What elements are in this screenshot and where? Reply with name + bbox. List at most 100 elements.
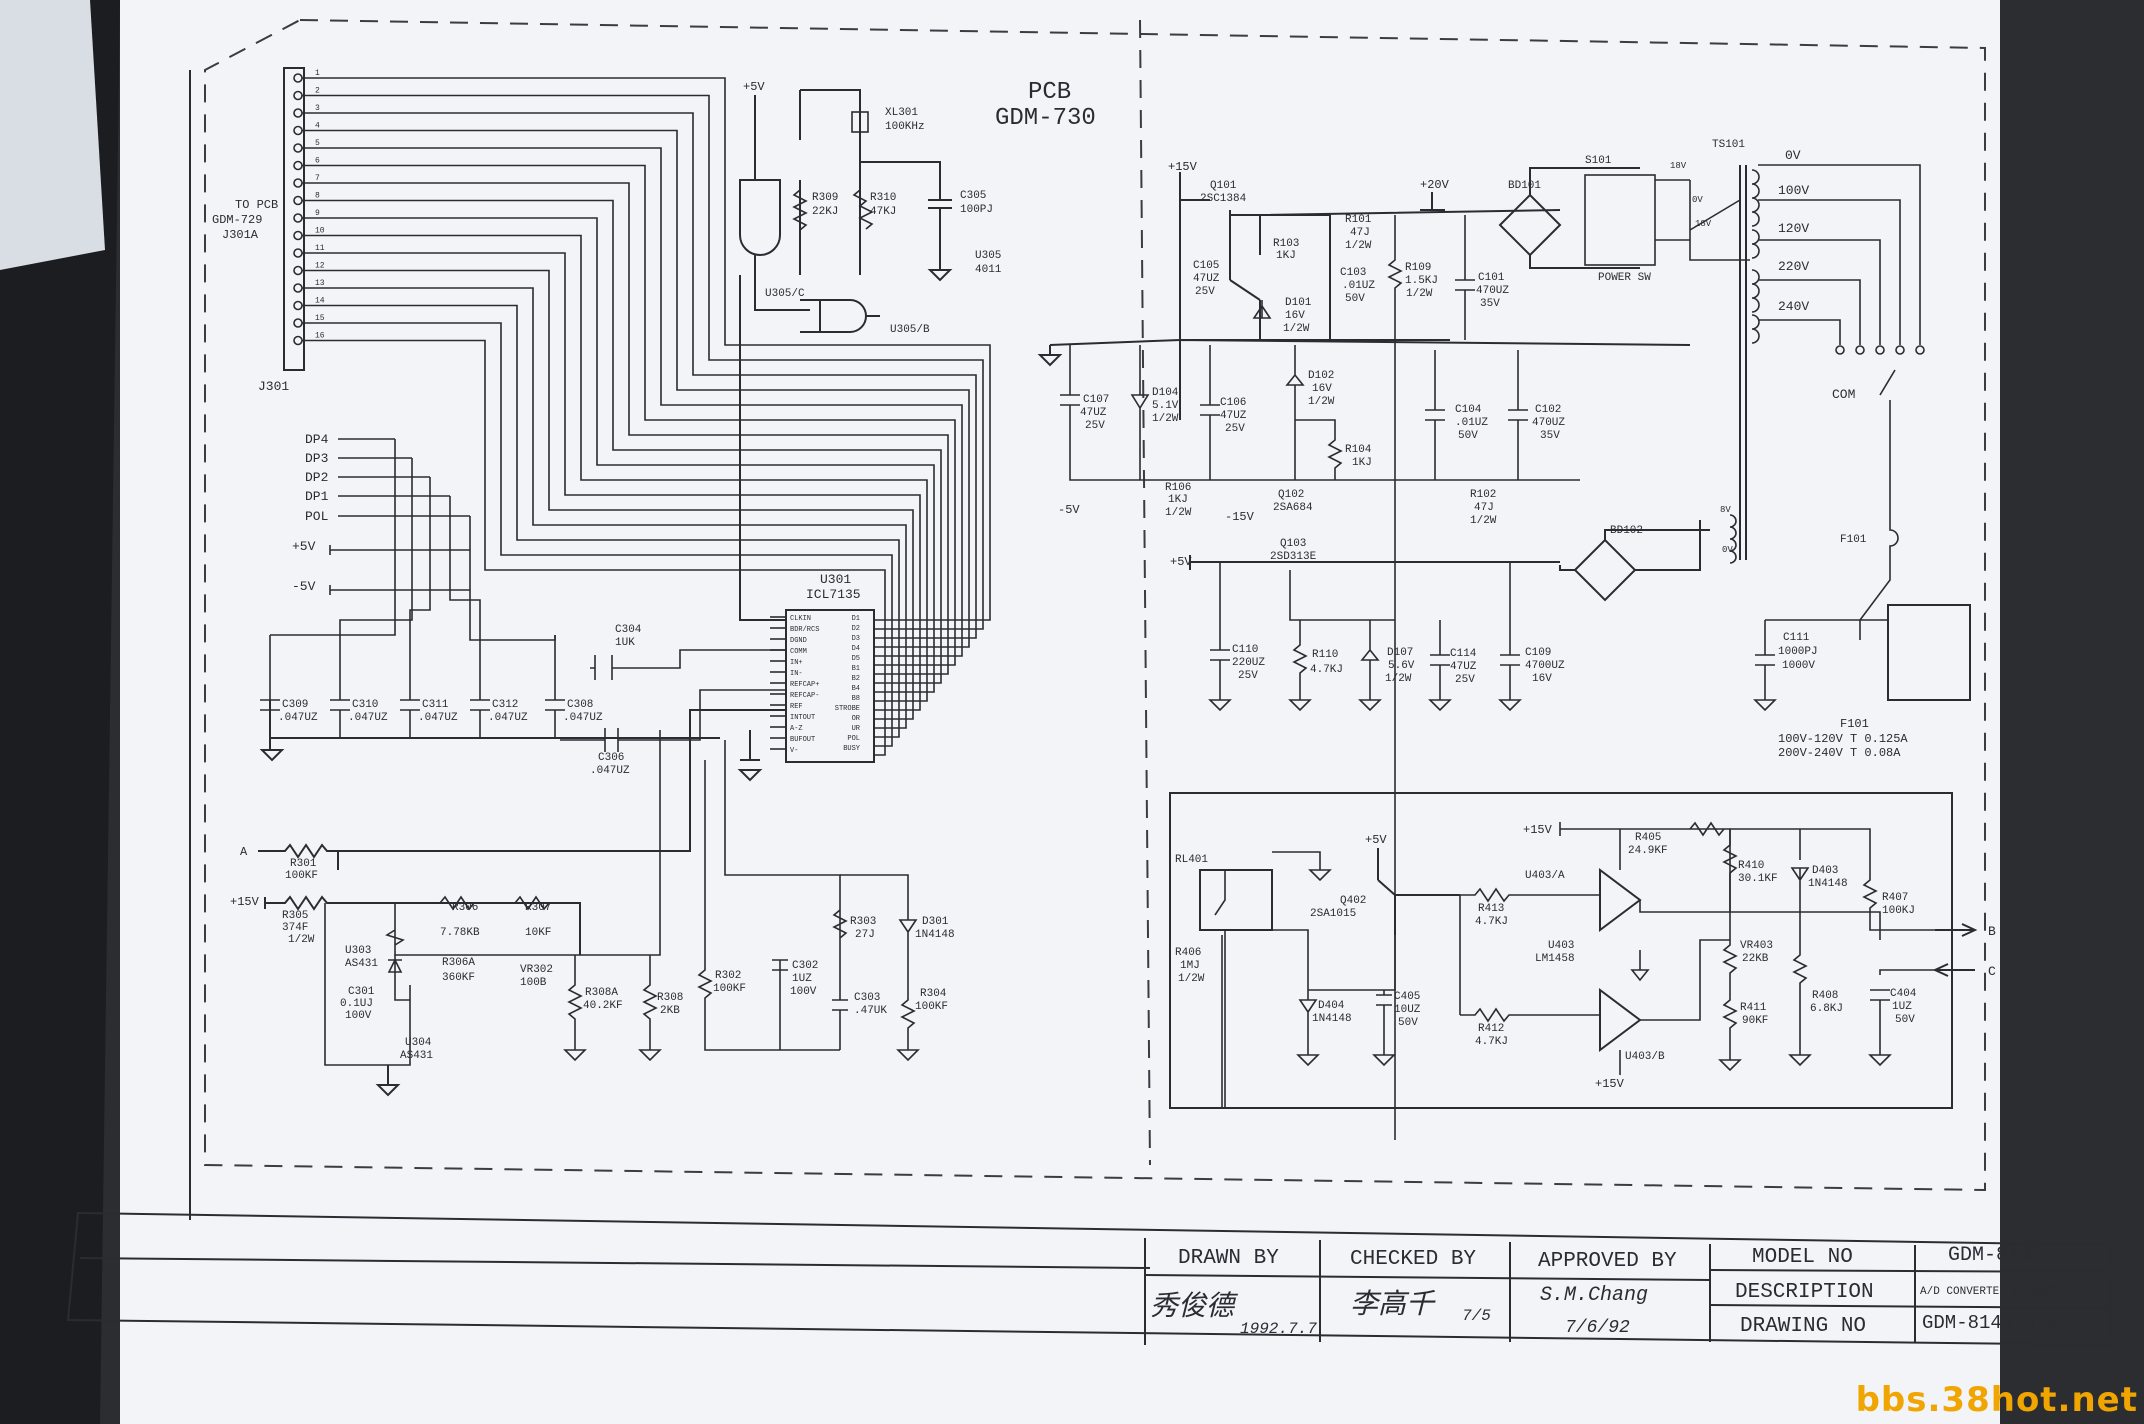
c109-ref: C109 [1525, 647, 1551, 659]
u305b-ref: U305/B [890, 324, 930, 336]
u301-part: ICL7135 [806, 587, 861, 602]
r308a-ref: R308A [585, 987, 618, 999]
vr403-ref: VR403 [1740, 940, 1773, 952]
u305-ref: U305 [975, 250, 1001, 262]
u301-ref: U301 [820, 572, 851, 587]
c109-val2: 16V [1532, 673, 1552, 685]
label-description: DESCRIPTION [1735, 1281, 1874, 1304]
u303-val: AS431 [345, 958, 378, 970]
connector-pin-number: 13 [315, 279, 325, 288]
r305-val2: 1/2W [288, 934, 315, 946]
c103-val1: .01UZ [1342, 280, 1375, 292]
d104-val2: 1/2W [1152, 413, 1179, 425]
bus-line [302, 112, 977, 639]
u301-left-pin-label: INTOUT [790, 714, 815, 722]
c305-val: 100PJ [960, 204, 993, 216]
xtal-val: 100KHz [885, 121, 925, 133]
signal-dp2: DP2 [305, 470, 328, 485]
u304-val: AS431 [400, 1050, 433, 1062]
connector-pin [293, 318, 303, 328]
signal-m5v: -5V [292, 579, 316, 594]
c110-val1: 220UZ [1232, 657, 1265, 669]
u301-left-pin-label: BDR/RCS [790, 626, 819, 634]
signal-dp1: DP1 [305, 489, 329, 504]
c404-ref: C404 [1890, 988, 1917, 1000]
d301-ref: D301 [922, 916, 949, 928]
transformer-ts101: TS101 0V 100V 120V 220V 240V COM F101 C1… [1712, 139, 1971, 760]
power-switch-body[interactable] [1584, 174, 1656, 266]
s101-ref: S101 [1585, 155, 1612, 167]
connector-pin-number: 10 [315, 227, 325, 236]
d404-ref: D404 [1318, 1000, 1345, 1012]
r412-val: 4.7KJ [1475, 1036, 1508, 1048]
u301-left-pin-label: REFCAP- [790, 692, 819, 700]
capacitor-ref: C309 [282, 699, 308, 711]
signature-checked: 李高千 [1350, 1289, 1436, 1322]
tap-0v: 0V [1785, 148, 1801, 163]
c101-val1: 470UZ [1476, 285, 1509, 297]
connector-pin-number: 7 [315, 174, 320, 183]
c107-ref: C107 [1083, 394, 1109, 406]
pwr-p20: +20V [1420, 178, 1450, 192]
r110-ref: R110 [1312, 649, 1338, 661]
connector-pin-number: 9 [315, 209, 320, 218]
d102-val1: 16V [1312, 383, 1332, 395]
c109-val1: 4700UZ [1525, 660, 1565, 672]
c111-ref: C111 [1783, 632, 1810, 644]
label-drawn-by: DRAWN BY [1178, 1247, 1279, 1270]
connector-pin [293, 213, 303, 223]
r302-ref: R302 [715, 970, 741, 982]
connector-pin [293, 90, 303, 101]
c114-ref: C114 [1450, 648, 1477, 660]
d101-val2: 1/2W [1283, 323, 1310, 335]
r306a-ref: R306A [442, 957, 475, 969]
cmp-p5: +5V [1365, 833, 1387, 847]
d301-val: 1N4148 [915, 929, 955, 941]
integrator-caps: C309.047UZC310.047UZC311.047UZC312.047UZ… [259, 439, 786, 782]
q103-val: 2SD313E [1270, 551, 1317, 563]
r405-val: 24.9KF [1628, 845, 1668, 857]
dashed-frame [204, 18, 1986, 1192]
u301-right-pin-label: BUSY [843, 745, 861, 753]
output-b: B [1988, 924, 1996, 939]
connector-pin-number: 6 [315, 157, 320, 166]
u301-right-pin-label: D3 [852, 635, 860, 643]
u301-icl7135: U301 ICL7135 CLKINBDR/RCSDGNDCOMMIN+IN-R… [770, 572, 875, 763]
d104-val1: 5.1V [1152, 400, 1179, 412]
connector-pin-number: 11 [315, 244, 325, 253]
c102-val1: 470UZ [1532, 417, 1565, 429]
connector-pin-number: 1 [315, 69, 320, 78]
capacitor-value: .047UZ [488, 712, 528, 724]
u301-right-pin-label: UR [852, 725, 861, 733]
pwr-p5: +5V [1170, 555, 1192, 569]
j301-ref: J301 [258, 379, 289, 394]
c106-ref: C106 [1220, 397, 1246, 409]
c405-val2: 50V [1398, 1017, 1418, 1029]
signal-dp3: DP3 [305, 451, 328, 466]
r310-val: 47KJ [870, 206, 896, 218]
tap-selector-contact [1915, 345, 1925, 355]
u301-right-pin-label: STROBE [835, 705, 860, 713]
connector-pin [293, 230, 303, 241]
r406-val2: 1/2W [1178, 973, 1205, 985]
q402-val: 2SA1015 [1310, 908, 1356, 920]
c301-val1: 0.1UJ [340, 998, 373, 1010]
signature-drawn-date: 1992.7.7 [1240, 1320, 1317, 1338]
r101-ref: R101 [1345, 214, 1372, 226]
p15-input: +15V [230, 895, 260, 909]
to-pcb-label-2: GDM-729 [212, 213, 262, 227]
c102-val2: 35V [1540, 430, 1560, 442]
reference-section: A R301 100KF +15V R305 374F 1/2W R306 7.… [230, 709, 955, 1097]
d101-val1: 16V [1285, 310, 1305, 322]
pcb-label: PCB [1028, 79, 1071, 106]
tap-selector-contact [1895, 345, 1905, 355]
f101-spec-1: 100V-120V T 0.125A [1778, 732, 1908, 746]
ac-inlet [1887, 604, 1971, 701]
capacitor-ref: C308 [567, 699, 593, 711]
r106-val1: 1KJ [1168, 494, 1188, 506]
label-model-no: MODEL NO [1752, 1246, 1853, 1269]
signature-approved-date: 7/6/92 [1565, 1318, 1630, 1338]
bus-line [302, 129, 970, 648]
